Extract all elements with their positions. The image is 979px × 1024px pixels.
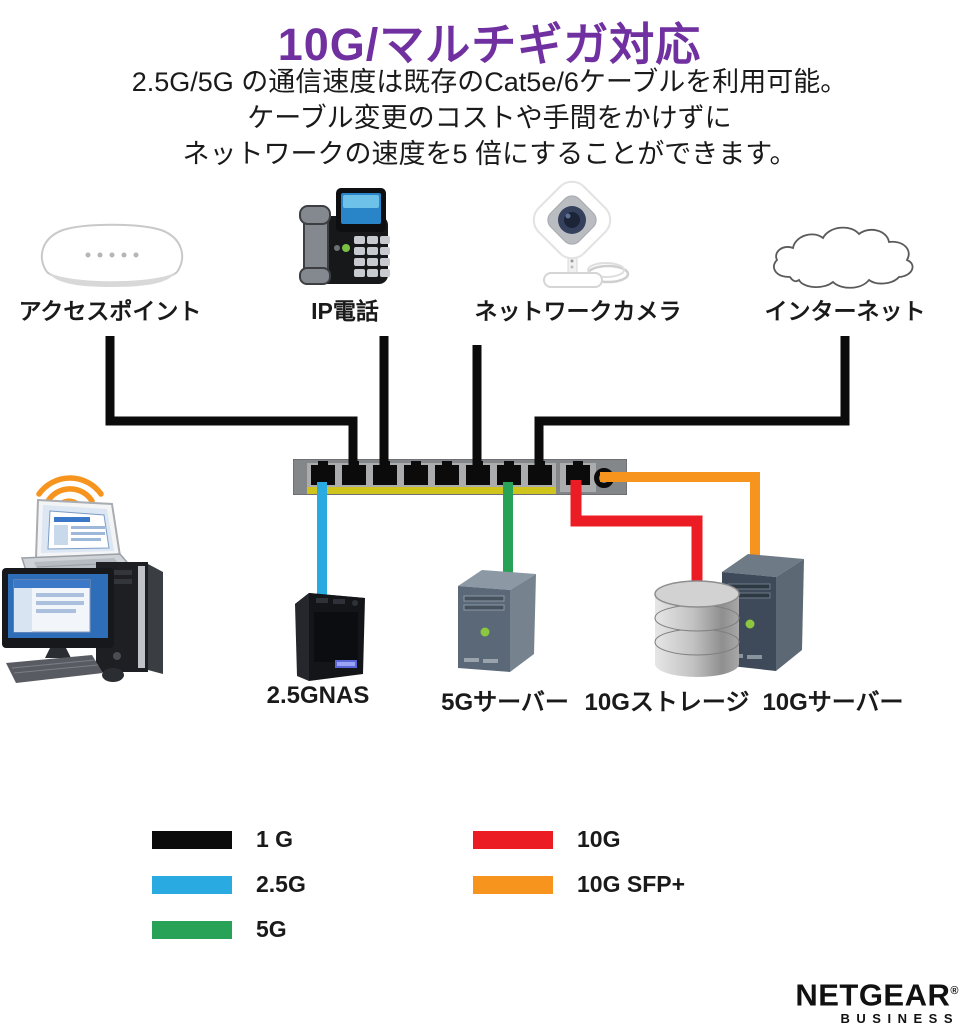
netgear-business-text: BUSINESS [840, 1011, 959, 1024]
rj45-port-1 [311, 461, 335, 485]
switch-port-panel [307, 461, 556, 494]
legend-item-10g: 10G [473, 826, 620, 853]
desktop-pc-icon [2, 562, 163, 683]
legend-swatch-10g-sfp [473, 875, 553, 894]
rj45-port-2 [342, 461, 366, 485]
rj45-port-3 [373, 461, 397, 485]
legend-item-10g-sfp: 10G SFP+ [473, 871, 685, 898]
rj45-port-6 [466, 461, 490, 485]
registered-mark: ® [950, 985, 959, 997]
page-subtitle: 2.5G/5G の通信速度は既存のCat5e/6ケーブルを利用可能。 ケーブル変… [0, 64, 979, 172]
legend-label-1g: 1 G [256, 826, 294, 852]
netgear-logo: NETGEAR® BUSINESS [795, 976, 959, 1024]
label-access-point: アクセスポイント [18, 298, 202, 324]
legend-item-2-5g: 2.5G [152, 871, 306, 898]
subtitle-line-2: ケーブル変更のコストや手間をかけずに [247, 103, 732, 133]
port-panel-strip [307, 487, 556, 494]
internet-cloud-icon [773, 226, 914, 289]
legend-label-10g: 10G [577, 826, 621, 852]
label-server-10g: 10Gサーバー [762, 689, 904, 716]
page-title: 10G/マルチギガ対応 [277, 19, 702, 70]
legend-swatch-5g [152, 920, 232, 939]
subtitle-line-1: 2.5G/5G の通信速度は既存のCat5e/6ケーブルを利用可能。 [131, 67, 848, 97]
network-camera-icon [532, 180, 630, 288]
rj45-port-7 [497, 461, 521, 485]
label-network-camera: ネットワークカメラ [474, 298, 682, 324]
label-server-5g: 5Gサーバー [441, 689, 569, 716]
sfp-port-icon [594, 468, 614, 488]
legend-label-5g: 5G [256, 916, 287, 942]
netgear-brand-text: NETGEAR® [795, 977, 959, 1013]
rj45-port-8 [528, 461, 552, 485]
label-internet: インターネット [764, 298, 926, 324]
legend-item-1g: 1 G [152, 826, 293, 853]
legend-swatch-2-5g [152, 875, 232, 894]
label-ip-phone: IP電話 [311, 298, 379, 324]
label-nas: 2.5GNAS [266, 682, 370, 709]
legend-swatch-1g [152, 830, 232, 849]
legend-label-2-5g: 2.5G [256, 871, 306, 897]
access-point-icon [40, 223, 184, 287]
rj45-port-9 [566, 461, 590, 485]
rj45-port-4 [404, 461, 428, 485]
legend-label-10g-sfp: 10G SFP+ [577, 871, 686, 897]
legend-item-5g: 5G [152, 916, 287, 943]
storage-10g-icon [654, 580, 740, 677]
server-5g-icon [458, 570, 536, 672]
network-switch [293, 459, 627, 495]
switch-uplink-panel [560, 461, 596, 492]
ip-phone-icon [299, 188, 390, 285]
subtitle-line-3: ネットワークの速度を5 倍にすることができます。 [182, 139, 797, 169]
label-storage-10g: 10Gストレージ [584, 689, 750, 716]
legend-swatch-10g [473, 830, 553, 849]
nas-icon [295, 593, 365, 681]
rj45-port-5 [435, 461, 459, 485]
